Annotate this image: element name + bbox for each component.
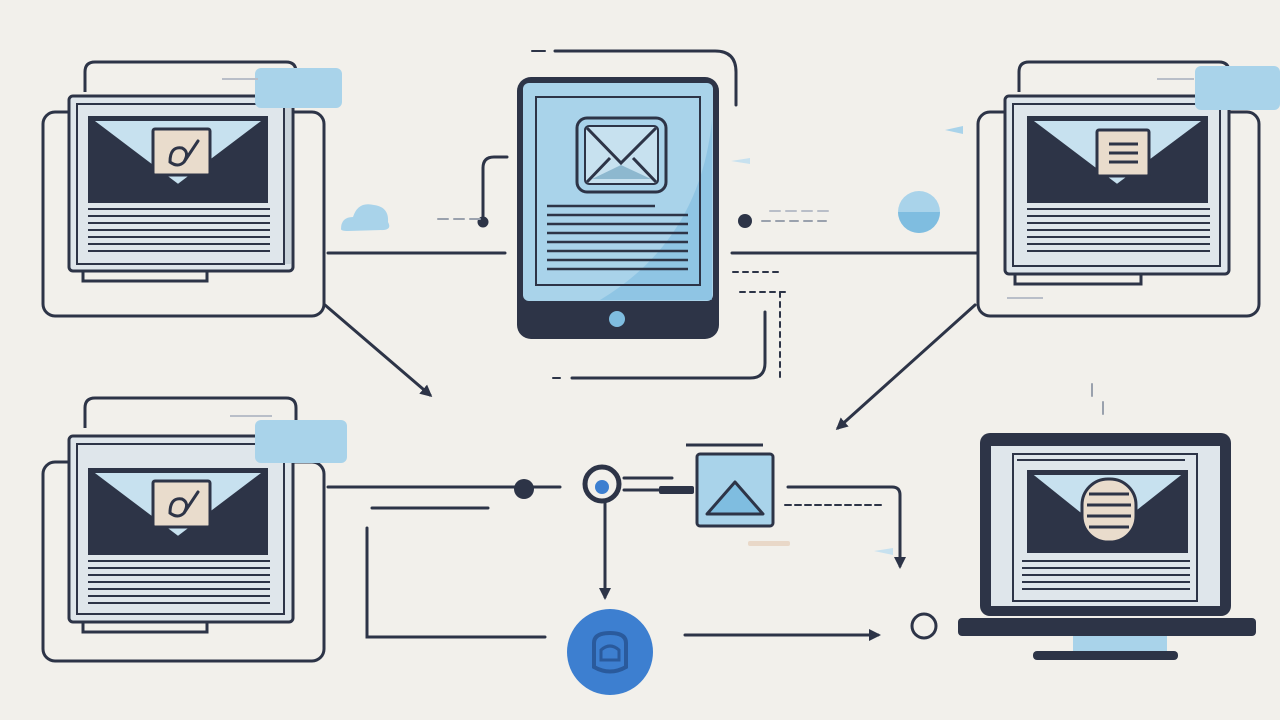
email-window-top-right <box>976 60 1280 318</box>
small-triangle-3 <box>874 548 893 555</box>
home-button <box>609 311 625 327</box>
laptop-bottom-right <box>958 433 1256 660</box>
laptop-base <box>958 618 1256 636</box>
text-lines <box>88 560 270 604</box>
hub-left-dot <box>514 479 534 499</box>
image-triangle <box>705 480 765 516</box>
side-bar <box>285 104 291 264</box>
user-circle <box>567 609 653 695</box>
connectors <box>323 49 1104 641</box>
check-icon <box>151 479 212 529</box>
decorations <box>341 126 963 555</box>
tablet-hook-dot <box>477 216 489 228</box>
laptop-stand-glow <box>1073 636 1167 651</box>
edge-topleft-to-bottomleft <box>323 303 433 397</box>
tab-highlight <box>255 68 342 108</box>
envelope-inner <box>584 125 659 185</box>
back-frame <box>83 60 298 92</box>
database-lines <box>1087 492 1131 529</box>
envelope-flap <box>585 126 658 184</box>
tablet-text-lines <box>547 204 688 271</box>
inner-panel <box>1012 103 1221 267</box>
edge-tablet-hook <box>481 155 509 224</box>
bottom-left-loop <box>365 506 547 639</box>
tablet-bottom-bracket <box>570 310 767 380</box>
user-icon-head <box>599 644 621 662</box>
edge-hub-right-drop <box>786 485 906 569</box>
user-icon <box>592 630 628 674</box>
laptop-text-lines <box>1022 560 1190 590</box>
check-mark <box>168 139 200 167</box>
inner-panel <box>76 443 285 615</box>
user-node <box>567 609 653 695</box>
base-stand <box>81 271 209 283</box>
edge-topright-to-hub <box>835 303 977 431</box>
tablet-center <box>517 77 719 339</box>
check-mark <box>168 490 200 518</box>
tablet-right-dot <box>738 214 752 228</box>
cloud-icon <box>341 204 390 231</box>
image-tag <box>659 486 694 494</box>
envelope-fill <box>592 165 651 179</box>
database-icon <box>1080 477 1138 544</box>
globe-highlight <box>898 212 940 233</box>
laptop-screen-frame <box>1012 453 1198 602</box>
screen-glow <box>600 120 712 300</box>
check-icon <box>151 127 212 177</box>
router-hub <box>582 443 775 528</box>
text-lines <box>88 208 270 252</box>
text-lines <box>1027 208 1210 252</box>
tablet-top-bracket <box>553 49 738 107</box>
small-tag <box>748 541 790 546</box>
small-triangle-2 <box>731 158 750 164</box>
tab-highlight <box>1195 66 1280 110</box>
laptop-left-ring <box>910 612 938 640</box>
base-stand <box>1013 274 1143 286</box>
email-window-top-left <box>41 60 342 318</box>
back-frame <box>83 396 298 428</box>
document-lines <box>1109 142 1138 164</box>
tab-highlight <box>255 420 347 463</box>
small-triangle-1 <box>945 126 963 134</box>
email-window-bottom-left <box>41 396 347 663</box>
hub-core <box>595 480 609 494</box>
laptop-foot <box>1033 651 1178 660</box>
screen-inner-frame <box>535 96 701 286</box>
base-stand <box>81 622 209 634</box>
inner-panel <box>76 103 285 265</box>
